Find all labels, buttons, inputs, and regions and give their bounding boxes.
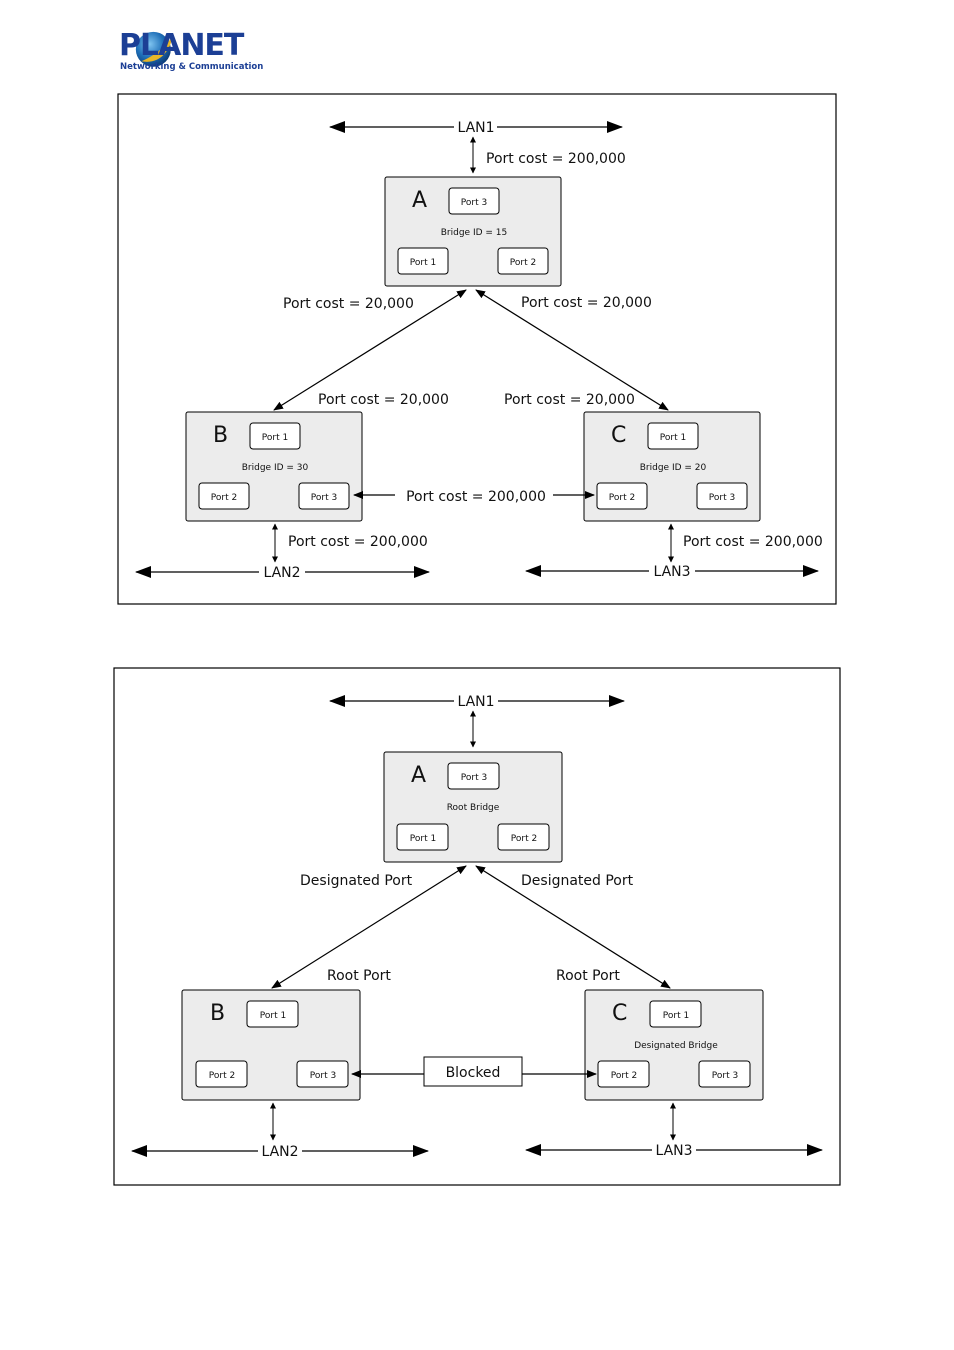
bridge-c-port3-label: Port 3 xyxy=(709,493,735,503)
bridge-a-port1-label: Port 1 xyxy=(410,258,436,268)
bridge-b-port2-label: Port 2 xyxy=(211,493,237,503)
bridge-a-port3-label: Port 3 xyxy=(461,198,487,208)
bridge-b-letter: B xyxy=(213,423,228,448)
bridge-b-port2-label: Port 2 xyxy=(209,1071,235,1081)
bridge-c-port1 xyxy=(647,422,699,450)
planet-logo xyxy=(135,31,173,67)
cost-lan1-label: Port cost = 200,000 xyxy=(486,151,626,167)
bridge-a-port2 xyxy=(497,247,549,275)
bridge-a-port2-label: Port 2 xyxy=(510,258,536,268)
bridge-c: C Port 1 Bridge ID = 20 Port 2 Port 3 xyxy=(583,411,761,522)
bridge-b-port2 xyxy=(198,482,250,510)
bridge-c-letter: C xyxy=(612,1001,627,1026)
link-a-c xyxy=(475,289,669,411)
bridge-c-port3-label: Port 3 xyxy=(712,1071,738,1081)
diagram-port-roles: LAN1 A Port 3 Root Bridge Port 1 Port 2 … xyxy=(113,667,841,1186)
cost-ab-bottom-label: Port cost = 20,000 xyxy=(318,392,449,408)
lan3-label: LAN3 xyxy=(655,1143,692,1159)
bridge-a: A Port 3 Root Bridge Port 1 Port 2 xyxy=(383,751,563,863)
cost-bc-label: Port cost = 200,000 xyxy=(406,489,546,505)
bridge-a-port1-label: Port 1 xyxy=(410,834,436,844)
link-a-b xyxy=(271,865,467,989)
diagram-port-cost: LAN1 Port cost = 200,000 A Port 3 Bridge… xyxy=(117,93,837,605)
bridge-a-port1 xyxy=(396,823,449,851)
bridge-b-port1-label: Port 1 xyxy=(260,1011,286,1021)
bridge-c-letter: C xyxy=(611,423,626,448)
bridge-b-port1 xyxy=(246,1000,299,1028)
bridge-c-port1-label: Port 1 xyxy=(663,1011,689,1021)
diagram2-frame xyxy=(113,667,841,1186)
cost-ac-top-label: Port cost = 20,000 xyxy=(521,295,652,311)
bridge-a: A Port 3 Bridge ID = 15 Port 1 Port 2 xyxy=(384,176,562,287)
bridge-b-letter: B xyxy=(210,1001,225,1026)
bridge-b-port1 xyxy=(249,422,301,450)
blocked-label: Blocked xyxy=(446,1065,501,1081)
bridge-b-port2 xyxy=(195,1060,248,1088)
bridge-a-desc: Bridge ID = 15 xyxy=(441,228,508,238)
bridge-c: C Port 1 Designated Bridge Port 2 Port 3 xyxy=(584,989,764,1101)
bridge-c-port1-label: Port 1 xyxy=(660,433,686,443)
bridge-a-desc: Root Bridge xyxy=(447,803,500,813)
lan1-label: LAN1 xyxy=(457,694,494,710)
bridge-c-port1 xyxy=(649,1000,702,1028)
bridge-b-port1-label: Port 1 xyxy=(262,433,288,443)
bridge-b: B Port 1 Port 2 Port 3 xyxy=(181,989,361,1101)
bridge-c-port2-label: Port 2 xyxy=(611,1071,637,1081)
bridge-c-desc: Designated Bridge xyxy=(634,1041,718,1051)
bridge-c-desc: Bridge ID = 20 xyxy=(640,463,707,473)
link-a-c xyxy=(475,865,671,989)
bridge-b: B Port 1 Bridge ID = 30 Port 2 Port 3 xyxy=(185,411,363,522)
bridge-c-port2 xyxy=(596,482,648,510)
cost-lan2-label: Port cost = 200,000 xyxy=(288,534,428,550)
lan1-label: LAN1 xyxy=(457,120,494,136)
link-a-b xyxy=(273,289,467,411)
bridge-b-port3 xyxy=(298,482,350,510)
brand-name: PLANET xyxy=(119,28,244,63)
lan2-label: LAN2 xyxy=(261,1144,298,1160)
brand-tagline: Networking & Communication xyxy=(120,62,264,72)
bridge-a-port3 xyxy=(448,187,500,215)
bridge-a-port2-label: Port 2 xyxy=(511,834,537,844)
diagram1-frame xyxy=(117,93,837,605)
blocked-box xyxy=(423,1056,523,1087)
cost-ac-bottom-label: Port cost = 20,000 xyxy=(504,392,635,408)
bridge-a-letter: A xyxy=(411,763,426,788)
bridge-a-port3 xyxy=(447,762,500,790)
root-port-left-label: Root Port xyxy=(327,968,391,984)
bridge-a-port3-label: Port 3 xyxy=(461,773,487,783)
bridge-b-port3-label: Port 3 xyxy=(310,1071,336,1081)
lan2-label: LAN2 xyxy=(263,565,300,581)
bridge-c-port2 xyxy=(597,1060,650,1088)
designated-port-left-label: Designated Port xyxy=(300,873,413,889)
bridge-c-port3 xyxy=(696,482,748,510)
bridge-a-port2 xyxy=(497,823,550,851)
root-port-right-label: Root Port xyxy=(556,968,620,984)
bridge-b-desc: Bridge ID = 30 xyxy=(242,463,309,473)
lan3-label: LAN3 xyxy=(653,564,690,580)
cost-ab-top-label: Port cost = 20,000 xyxy=(283,296,414,312)
bridge-c-port2-label: Port 2 xyxy=(609,493,635,503)
bridge-b-port3 xyxy=(296,1060,349,1088)
bridge-a-port1 xyxy=(397,247,449,275)
bridge-c-port3 xyxy=(698,1060,751,1088)
designated-port-right-label: Designated Port xyxy=(521,873,634,889)
cost-lan3-label: Port cost = 200,000 xyxy=(683,534,823,550)
bridge-b-port3-label: Port 3 xyxy=(311,493,337,503)
bridge-a-letter: A xyxy=(412,188,427,213)
